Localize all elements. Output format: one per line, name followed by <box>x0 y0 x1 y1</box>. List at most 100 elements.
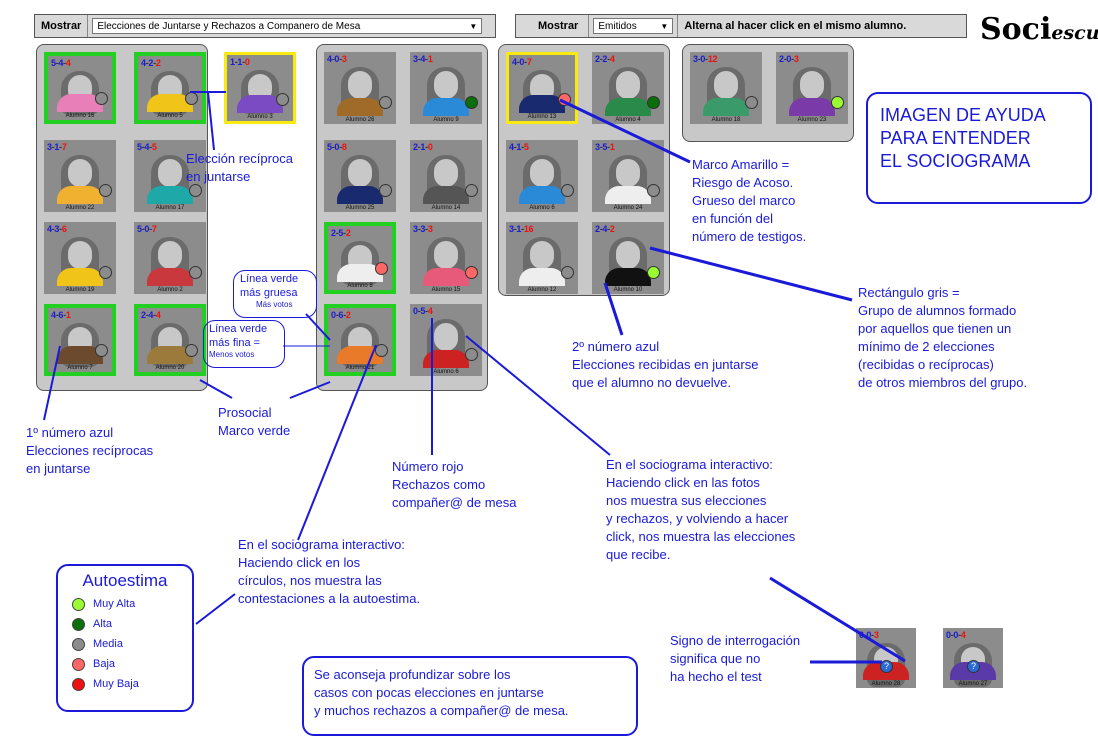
avatar-face <box>434 241 458 269</box>
question-mark-icon[interactable]: ? <box>967 660 980 673</box>
self-esteem-circle[interactable] <box>99 184 112 197</box>
self-esteem-circle[interactable] <box>647 266 660 279</box>
self-esteem-circle[interactable] <box>465 348 478 361</box>
student-name: Alumno 24 <box>613 205 643 211</box>
self-esteem-circle[interactable] <box>379 96 392 109</box>
ann-fina: Línea verde más fina = Menos votos <box>209 322 267 360</box>
ann-line: Prosocial <box>218 405 272 420</box>
student-number: 3 <box>873 630 879 640</box>
student-number: 4 <box>960 630 966 640</box>
help-title-line-1: IMAGEN DE AYUDA <box>880 105 1046 125</box>
student-number: 7 <box>151 224 157 234</box>
avatar-shirt <box>337 98 383 116</box>
self-esteem-circle[interactable] <box>95 344 108 357</box>
avatar-face <box>616 241 640 269</box>
ann-line: en función del <box>692 211 773 226</box>
line-gris <box>649 246 853 302</box>
student-numbers: 2-4-4 <box>141 310 161 320</box>
self-esteem-circle[interactable] <box>831 96 844 109</box>
legend-item: Muy Baja <box>58 674 192 694</box>
self-esteem-circle[interactable] <box>375 344 388 357</box>
student-number: 4 <box>512 57 517 67</box>
avatar-shirt <box>605 186 651 204</box>
display-select[interactable]: Elecciones de Juntarse y Rechazos a Comp… <box>92 18 483 34</box>
self-esteem-circle[interactable] <box>99 266 112 279</box>
self-esteem-circle[interactable] <box>189 266 202 279</box>
student-number: 5 <box>420 306 426 316</box>
mode-toolbar: Mostrar Emitidos ▼ Alterna al hacer clic… <box>515 14 967 38</box>
student-name: Alumno 19 <box>65 287 95 293</box>
student-number: 5 <box>151 142 157 152</box>
self-esteem-circle[interactable] <box>95 92 108 105</box>
student-number: 0 <box>334 54 340 64</box>
self-esteem-circle[interactable] <box>375 262 388 275</box>
self-esteem-circle[interactable] <box>465 184 478 197</box>
self-esteem-circle[interactable] <box>189 184 202 197</box>
avatar-face <box>348 71 372 99</box>
number-separator: - <box>149 142 152 152</box>
self-esteem-circle[interactable] <box>561 184 574 197</box>
ann-line: Marco verde <box>218 423 291 438</box>
number-separator: - <box>55 58 59 68</box>
ann-line: Haciendo click en los <box>238 555 361 570</box>
number-separator: - <box>242 57 245 67</box>
self-esteem-circle[interactable] <box>561 266 574 279</box>
mode-select[interactable]: Emitidos ▼ <box>593 18 674 34</box>
ann-line: Rechazos como <box>392 477 486 492</box>
self-esteem-circle[interactable] <box>647 96 660 109</box>
student-numbers: 2-1-0 <box>413 142 433 152</box>
student-numbers: 0-5-4 <box>413 306 433 316</box>
self-esteem-circle[interactable] <box>185 92 198 105</box>
student-card[interactable]: 0-0-4?Alumno 27 <box>943 628 1003 688</box>
self-esteem-circle[interactable] <box>558 93 571 106</box>
legend-item: Media <box>58 634 192 654</box>
student-name: Alumno 23 <box>797 117 827 123</box>
self-esteem-circle[interactable] <box>379 184 392 197</box>
question-mark-icon[interactable]: ? <box>880 660 893 673</box>
self-esteem-circle[interactable] <box>276 93 289 106</box>
ann-line: Haciendo click en las fotos <box>606 475 760 490</box>
student-number: 2 <box>413 142 418 152</box>
ann-line: Signo de interrogación <box>670 633 801 648</box>
self-esteem-circle[interactable] <box>745 96 758 109</box>
self-esteem-circle[interactable] <box>465 266 478 279</box>
student-number: 5 <box>327 142 332 152</box>
number-separator: - <box>425 142 428 152</box>
legend-label: Alta <box>93 618 112 630</box>
self-esteem-circle[interactable] <box>647 184 660 197</box>
student-name: Alumno 2 <box>157 287 183 293</box>
avatar-face <box>68 241 92 269</box>
number-separator: - <box>783 54 787 64</box>
number-separator: - <box>59 224 62 234</box>
student-card[interactable]: 0-0-3?Alumno 28 <box>856 628 916 688</box>
number-separator: - <box>153 58 156 68</box>
self-esteem-circle[interactable] <box>185 344 198 357</box>
legend-item: Baja <box>58 654 192 674</box>
self-esteem-circle[interactable] <box>465 96 478 109</box>
